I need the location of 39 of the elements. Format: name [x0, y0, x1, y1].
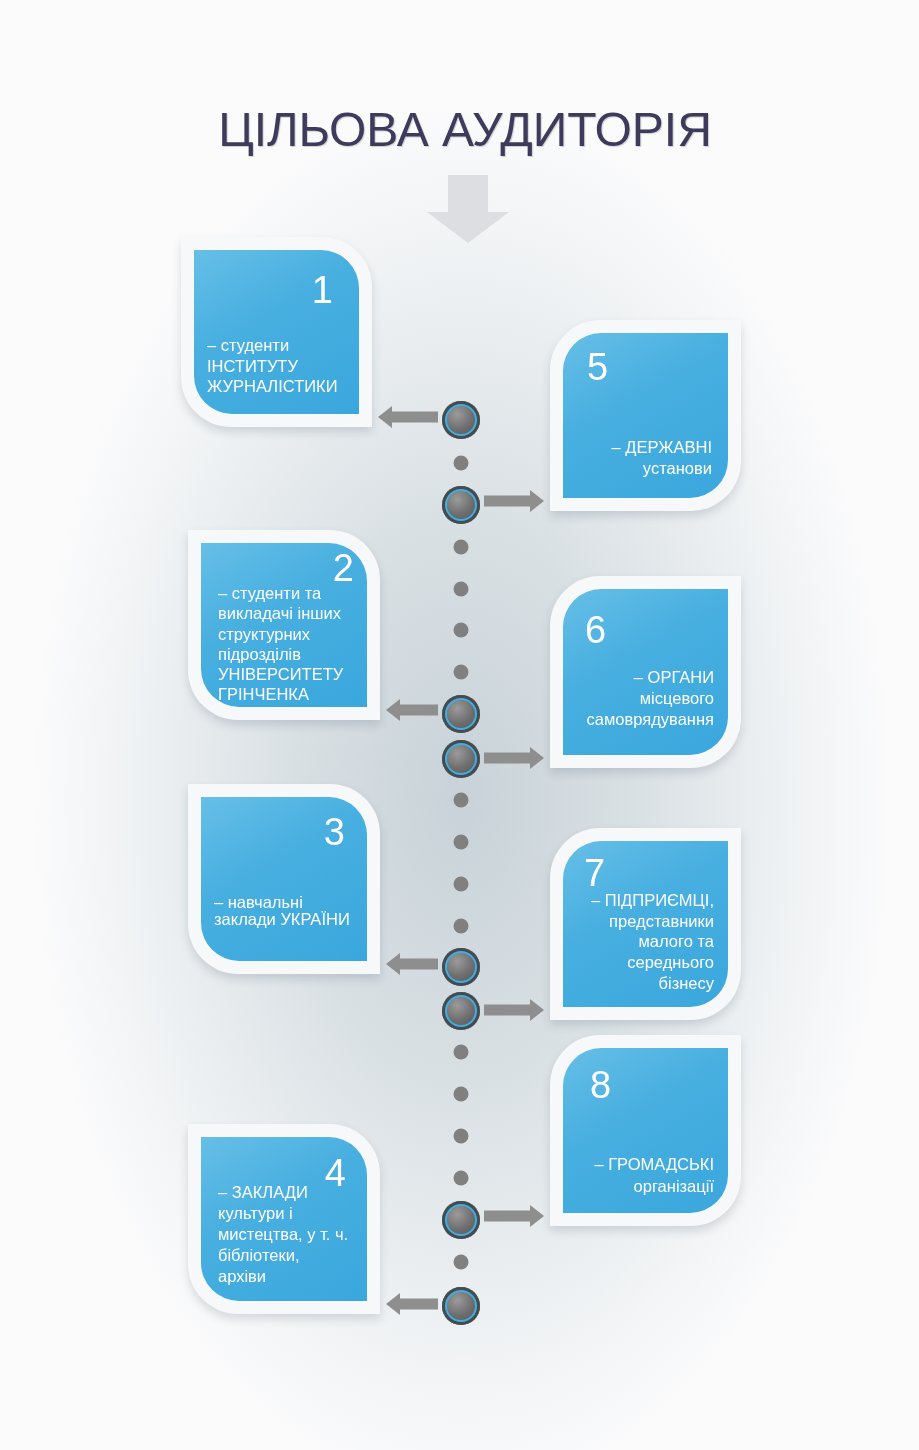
- card-number: 2: [332, 554, 354, 583]
- timeline-circle: [442, 992, 480, 1030]
- timeline-circle: [442, 401, 480, 439]
- card-number: 8: [590, 1071, 612, 1100]
- card-number: 5: [587, 353, 609, 382]
- arrow: [386, 699, 438, 721]
- card-text: – ДЕРЖАВНІ установи: [610, 437, 712, 479]
- arrow: [386, 953, 438, 975]
- card-text: – студенти та викладачі інших структурних підрозділів УНІВЕРСИТЕТУ ГРІНЧЕНКА: [218, 583, 345, 705]
- leaf-card: [550, 828, 741, 1020]
- leaf-card: [550, 576, 741, 768]
- card-text: – ОРГАНИ місцевого самоврядування: [585, 667, 714, 730]
- leaf-card: [188, 530, 380, 720]
- card-number: 6: [585, 616, 607, 645]
- timeline-circle: [442, 740, 480, 778]
- card-text: – студенти ІНСТИТУТУ ЖУРНАЛІСТИКИ: [207, 335, 339, 397]
- timeline-circle: [442, 486, 480, 524]
- card-text: – ПІДПРИЄМЦІ, представники малого та середнього бізнесу: [589, 890, 714, 994]
- card-text: – ГРОМАДСЬКІ організації: [593, 1154, 714, 1197]
- card-number: 1: [311, 276, 333, 305]
- timeline-circle: [442, 1287, 480, 1325]
- leaf-card: [550, 1035, 741, 1226]
- leaf-card: [188, 784, 380, 974]
- timeline-circle: [442, 1201, 480, 1239]
- title: ЦІЛЬОВА АУДИТОРІЯ: [218, 106, 712, 154]
- leaf-card: [188, 1124, 380, 1314]
- arrow: [386, 1293, 438, 1315]
- arrow: [378, 406, 438, 428]
- arrow: [484, 999, 544, 1021]
- arrow: [484, 1205, 544, 1227]
- arrow: [484, 490, 544, 512]
- leaf-card: [550, 320, 741, 511]
- timeline-circle: [442, 948, 480, 986]
- leaf-card: [181, 237, 372, 427]
- timeline-circle: [442, 695, 480, 733]
- card-number: 7: [584, 859, 606, 888]
- card-number: 3: [323, 818, 345, 847]
- card-text: – навчальні заклади УКРАЇНИ: [214, 894, 351, 928]
- arrow: [484, 747, 544, 769]
